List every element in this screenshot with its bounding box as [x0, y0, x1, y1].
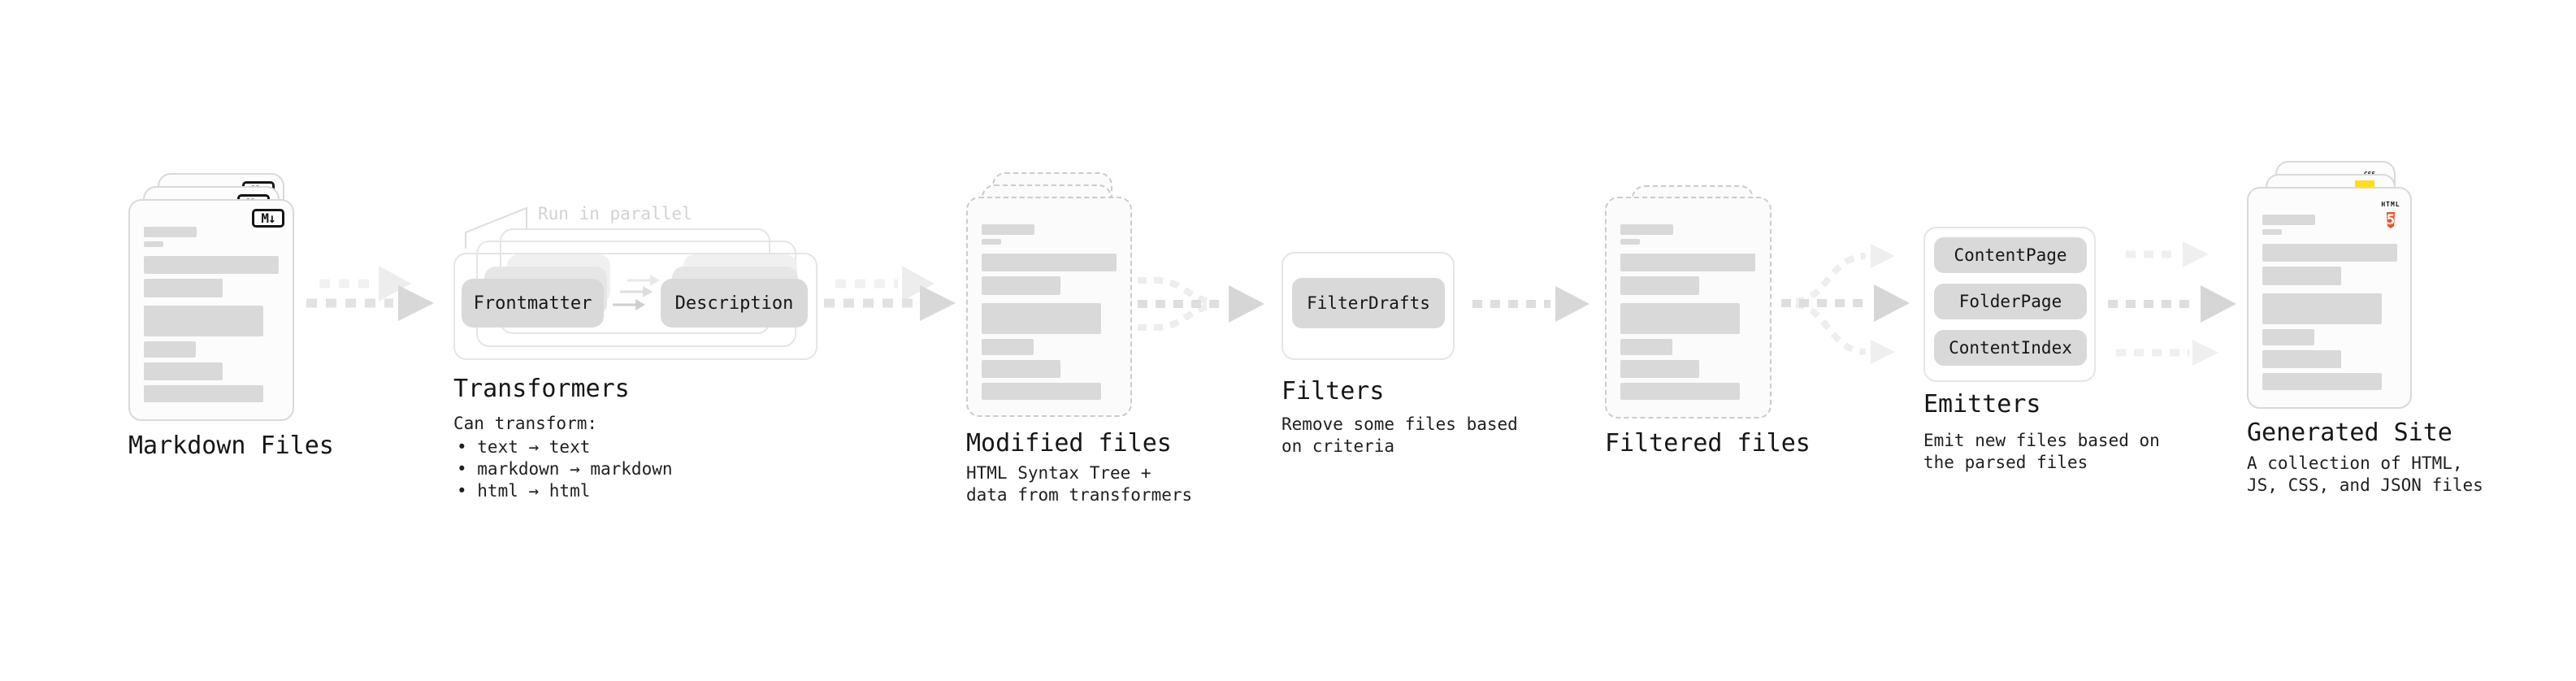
placeholder-text-bar: [1620, 360, 1699, 378]
filters-label: Filters: [1281, 377, 1385, 406]
emitters-description: Emit new files based on: [1923, 431, 2160, 450]
placeholder-text-bar: [2262, 293, 2382, 324]
placeholder-text-bar: [2262, 329, 2314, 345]
flow-arrow-markdown-to-transformers-ghost: [319, 266, 411, 301]
placeholder-text-bar: [982, 339, 1034, 355]
placeholder-text-bar: [1620, 276, 1699, 295]
placeholder-text-bar: [144, 279, 223, 297]
placeholder-text-bar: [144, 306, 263, 336]
content-index-pill: ContentIndex: [1934, 330, 2087, 366]
generated-site-label: Generated Site: [2247, 419, 2452, 447]
description-pill: Description: [661, 279, 808, 327]
filters-description: on criteria: [1281, 436, 1395, 456]
filtered-files-label: Filtered files: [1605, 429, 1811, 458]
transformers-description-title: Can transform:: [453, 414, 598, 433]
placeholder-text-bar: [2262, 373, 2382, 390]
transformers-bullet: • html → html: [457, 481, 591, 501]
emitters-label: Emitters: [1923, 390, 2041, 419]
flow-arrow-modified-to-filters-merge: [1138, 277, 1264, 331]
modified-files-description: data from transformers: [966, 485, 1193, 505]
html5-icon: HTML 5: [2379, 194, 2402, 231]
flow-arrow-markdown-to-transformers: [306, 285, 434, 321]
transformers-bullet: • text → text: [457, 437, 591, 457]
placeholder-text-bar: [144, 341, 196, 358]
html5-icon-word: HTML: [2381, 201, 2400, 208]
placeholder-text-bar: [2262, 350, 2341, 368]
filters-description: Remove some files based: [1281, 414, 1518, 434]
placeholder-text-bar: [144, 227, 197, 237]
generated-html-file-card: HTML 5: [2247, 187, 2412, 409]
placeholder-text-bar: [982, 224, 1034, 235]
placeholder-text-bar: [1620, 303, 1740, 334]
frontmatter-pill: Frontmatter: [462, 279, 604, 327]
placeholder-text-bar: [144, 241, 163, 247]
html5-icon-shield: 5: [2386, 212, 2396, 228]
placeholder-text-bar: [144, 256, 279, 274]
placeholder-text-bar: [2262, 244, 2397, 262]
js-file-icon: [2355, 180, 2374, 189]
flow-arrow-transformers-to-modified: [824, 285, 956, 321]
transformers-label: Transformers: [453, 375, 630, 403]
placeholder-text-bar: [1620, 224, 1673, 235]
placeholder-text-bar: [144, 362, 223, 380]
generated-site-description: A collection of HTML,: [2247, 453, 2463, 473]
placeholder-text-bar: [1620, 254, 1755, 271]
placeholder-text-bar: [1620, 239, 1640, 245]
transformer-step-arrows: [613, 275, 660, 310]
content-page-pill: ContentPage: [1934, 237, 2087, 273]
run-in-parallel-annotation: Run in parallel: [538, 204, 692, 223]
flow-arrow-transformers-to-modified-ghost: [835, 266, 935, 301]
markdown-files-label: Markdown Files: [128, 432, 334, 460]
placeholder-text-bar: [144, 385, 263, 402]
placeholder-text-bar: [2262, 229, 2282, 235]
placeholder-text-bar: [1620, 383, 1740, 400]
filter-drafts-pill: FilterDrafts: [1292, 278, 1445, 328]
transformers-bullet: • markdown → markdown: [457, 459, 673, 479]
transformer-box: [453, 253, 817, 360]
placeholder-text-bar: [982, 303, 1101, 334]
run-in-parallel-leader-line: [465, 206, 527, 249]
markdown-icon: M↓: [252, 209, 284, 228]
placeholder-text-bar: [1620, 339, 1672, 355]
placeholder-text-bar: [2262, 215, 2315, 225]
modified-files-label: Modified files: [966, 429, 1172, 458]
generated-site-description: JS, CSS, and JSON files: [2247, 475, 2483, 495]
placeholder-text-bar: [982, 254, 1117, 271]
placeholder-text-bar: [982, 276, 1060, 295]
placeholder-text-bar: [982, 383, 1101, 400]
filtered-file-card: [1605, 197, 1772, 419]
markdown-file-card: M↓: [128, 199, 294, 421]
placeholder-text-bar: [982, 239, 1001, 245]
folder-page-pill: FolderPage: [1934, 284, 2087, 319]
flow-arrow-emitters-to-generated: [2108, 241, 2236, 366]
placeholder-text-bar: [2262, 267, 2341, 285]
placeholder-text-bar: [982, 360, 1060, 378]
emitters-description: the parsed files: [1923, 453, 2088, 472]
modified-file-card: [966, 197, 1132, 417]
flow-arrow-filtered-to-emitters-fanout: [1781, 244, 1910, 364]
flow-arrow-filters-to-filtered: [1472, 286, 1589, 322]
modified-files-description: HTML Syntax Tree +: [966, 463, 1151, 483]
